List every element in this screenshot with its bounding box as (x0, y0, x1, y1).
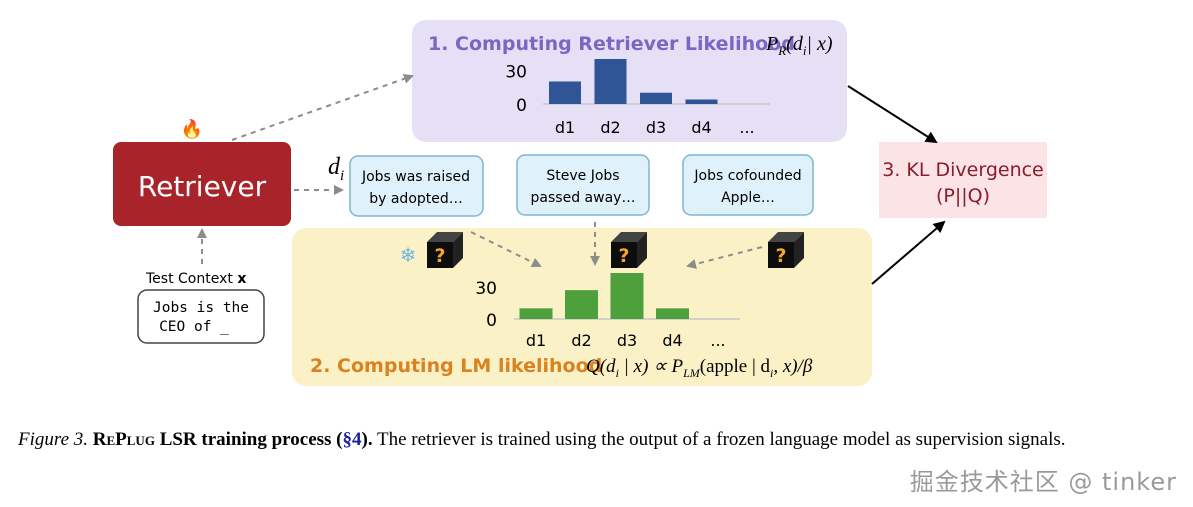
retriever-formula: PR(di| x) (765, 33, 833, 58)
bar-d4 (685, 99, 718, 104)
retriever-likelihood-chart: 30 0 d1 d2 d3 d4... (505, 59, 770, 137)
y-tick-label: 30 (475, 279, 497, 299)
x-tick-label: ... (710, 331, 725, 350)
svg-text:?: ? (434, 245, 445, 267)
y-tick-label: 0 (516, 96, 527, 116)
x-tick-label: d2 (571, 331, 591, 350)
arrow-retriever-to-likelihood (231, 73, 414, 141)
x-tick-label: d1 (555, 118, 575, 137)
x-tick-label: d3 (646, 118, 666, 137)
test-context-label: Test Context x (145, 271, 246, 287)
document-box: Jobs was raised by adopted… (349, 155, 484, 217)
caption-section-link[interactable]: §4 (342, 429, 362, 450)
svg-text:Steve Jobs: Steve Jobs (546, 168, 619, 184)
frozen-lm-blackbox-icon: ? (427, 232, 463, 268)
x-tick-label: d3 (617, 331, 637, 350)
x-tick-label: d4 (662, 331, 682, 350)
bar-d1 (519, 308, 553, 319)
svg-text:by adopted…: by adopted… (369, 191, 463, 207)
bar-d2 (594, 59, 627, 104)
x-tick-label: d2 (600, 118, 620, 137)
bar-d3 (610, 273, 644, 319)
y-tick-label: 30 (505, 62, 527, 82)
test-context-line1: Jobs is the (153, 300, 249, 316)
y-tick-label: 0 (486, 311, 497, 331)
retriever-box (113, 142, 291, 226)
svg-text:2. Computing LM likelihood: 2. Computing LM likelihood (310, 355, 602, 377)
caption-figure-label: Figure 3. (18, 429, 89, 450)
frozen-lm-blackbox-icon: ? (611, 232, 647, 268)
svg-text:Apple…: Apple… (721, 190, 775, 206)
bar-d3 (640, 92, 672, 104)
d-i-label: di (328, 154, 344, 184)
document-box: Steve Jobs passed away… (516, 154, 650, 216)
frozen-lm-blackbox-icon: ? (768, 232, 804, 268)
bar-d4 (656, 308, 689, 319)
svg-text:Jobs cofounded: Jobs cofounded (693, 168, 801, 184)
watermark: 掘金技术社区 @ tinker (909, 468, 1177, 496)
x-tick-label: d1 (526, 331, 546, 350)
test-context-line2: CEO of _ (159, 319, 229, 335)
svg-text:1. Computing Retriever Likelih: 1. Computing Retriever Likelihood (428, 33, 795, 55)
caption-title: LSR training process ( (154, 429, 343, 450)
fire-icon: 🔥 (181, 118, 203, 140)
lm-panel-title: 2. Computing LM likelihood (310, 355, 602, 377)
x-tick-label: ... (739, 118, 754, 137)
svg-text:?: ? (618, 245, 629, 267)
bar-d1 (549, 81, 581, 104)
arrow-retriever-panel-to-kl (847, 85, 938, 144)
figure-caption: Figure 3. RePlug LSR training process (§… (18, 427, 1168, 453)
retriever-likelihood-panel (412, 20, 847, 142)
caption-title-end: ). (361, 429, 373, 450)
svg-text:Jobs was raised: Jobs was raised (361, 169, 470, 185)
svg-text:?: ? (775, 245, 786, 267)
arrow-doc3-to-chart (686, 246, 763, 269)
document-box: Jobs cofounded Apple… (682, 154, 814, 216)
svg-text:passed away…: passed away… (531, 190, 636, 206)
lm-likelihood-chart: 30 0 d1 d2 d3 d4... (475, 273, 740, 350)
replug-diagram: 1. Computing Retriever Likelihood PR(di|… (113, 20, 1047, 386)
lm-formula: Q(di | x) ∝ PLM(apple | di, x)/β (586, 356, 813, 380)
kl-line1: 3. KL Divergence (882, 159, 1044, 181)
kl-line2: (P||Q) (936, 185, 990, 207)
caption-text: The retriever is trained using the outpu… (372, 429, 1066, 450)
x-tick-label: d4 (691, 118, 711, 137)
snowflake-icon: ❄ (400, 243, 417, 267)
retriever-label: Retriever (138, 170, 267, 203)
bar-d2 (565, 290, 598, 319)
arrow-lm-panel-to-kl (871, 220, 946, 285)
retriever-panel-title: 1. Computing Retriever Likelihood (428, 33, 795, 55)
caption-title-method: RePlug (92, 429, 155, 450)
kl-divergence-box (879, 142, 1047, 218)
arrow-doc1-to-chart (470, 231, 542, 267)
test-context-box (137, 289, 265, 344)
